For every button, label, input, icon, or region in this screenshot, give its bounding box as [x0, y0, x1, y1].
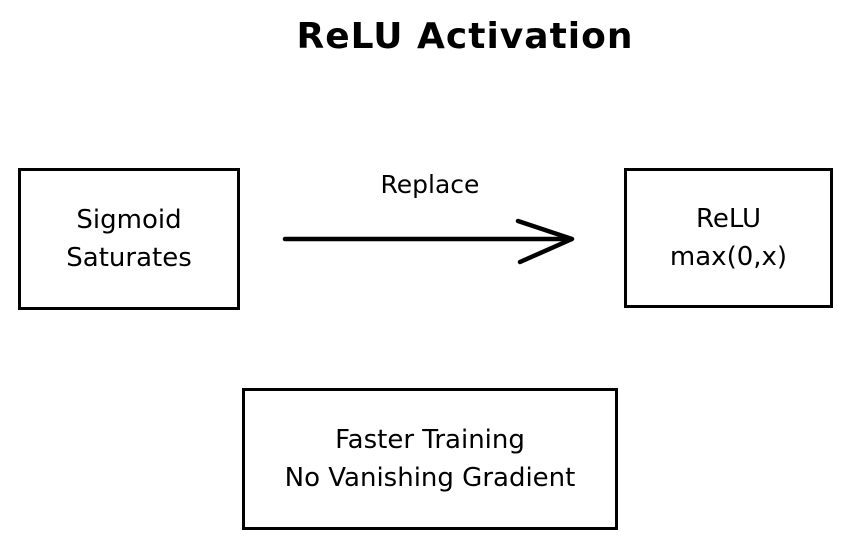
- node-benefits: Faster Training No Vanishing Gradient: [242, 388, 618, 530]
- arrow-label: Replace: [380, 170, 480, 199]
- node-text-line: No Vanishing Gradient: [284, 463, 576, 493]
- node-text-line: ReLU: [695, 204, 762, 234]
- arrow-head: [515, 218, 575, 265]
- node-sigmoid-saturates: Sigmoid Saturates: [18, 168, 240, 310]
- node-text-line: Faster Training: [335, 425, 525, 455]
- arrow-right-icon: [282, 218, 575, 265]
- node-text-line: max(0,x): [669, 242, 788, 272]
- node-text-line: Saturates: [66, 243, 192, 273]
- node-text-line: Sigmoid: [76, 205, 182, 235]
- diagram-title: ReLU Activation: [296, 16, 634, 57]
- node-relu-max: ReLU max(0,x): [624, 168, 833, 308]
